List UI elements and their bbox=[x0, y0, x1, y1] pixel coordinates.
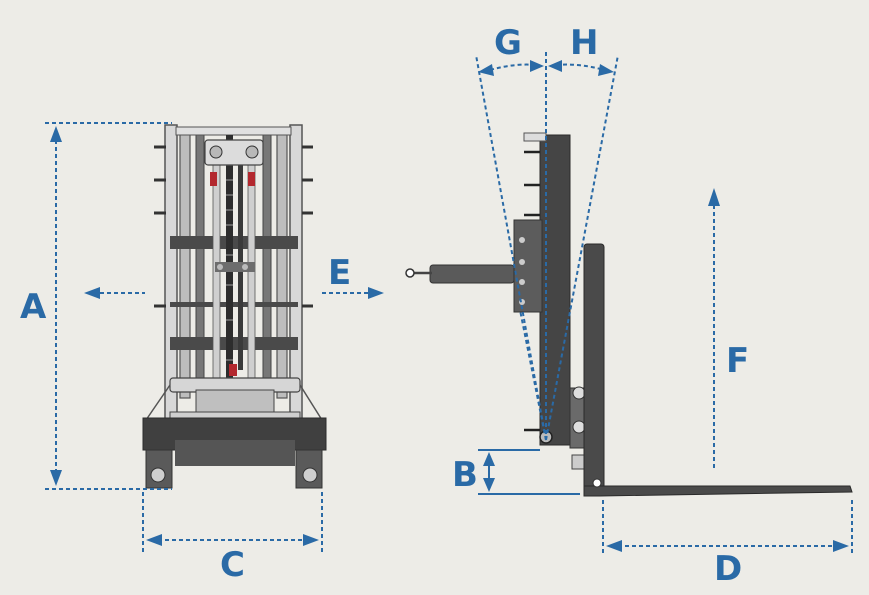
plate-hole-1 bbox=[519, 237, 525, 243]
arrow-E-left bbox=[84, 287, 100, 299]
carriage-block bbox=[195, 389, 275, 413]
side-roller-upper bbox=[572, 386, 586, 400]
lift-chain-right bbox=[238, 140, 243, 370]
base-frame-center bbox=[175, 440, 295, 466]
dimension-arrowheads bbox=[50, 60, 849, 552]
mast-inner-right-rail bbox=[276, 127, 288, 399]
hydraulic-fitting-right bbox=[248, 172, 255, 186]
dim-G-ray bbox=[475, 54, 547, 441]
mast-crossbar-3 bbox=[170, 337, 298, 350]
label-C: C bbox=[220, 545, 245, 585]
mast-channel-left bbox=[195, 134, 205, 396]
lift-chain-left bbox=[226, 135, 233, 380]
mast-inner-left-rail bbox=[179, 127, 191, 399]
dim-H-ray bbox=[545, 54, 619, 441]
pulley-right bbox=[245, 145, 259, 159]
mast-channel-right bbox=[262, 134, 272, 396]
mast-roller-dot-1 bbox=[217, 264, 223, 270]
arrow-H-right bbox=[598, 64, 614, 76]
fork-heel-pin bbox=[592, 478, 602, 488]
mast-top-plate bbox=[175, 126, 292, 136]
label-E: E bbox=[328, 253, 351, 293]
arrow-A-top bbox=[50, 126, 62, 142]
dim-H-arc bbox=[555, 63, 605, 71]
brace-right bbox=[299, 384, 323, 421]
label-F: F bbox=[726, 341, 749, 381]
side-roller-lower bbox=[572, 420, 586, 434]
arrow-G-right bbox=[530, 60, 544, 72]
side-attachment-plate bbox=[513, 219, 543, 313]
label-D: D bbox=[714, 549, 742, 589]
arrow-B-top bbox=[483, 452, 495, 466]
fork-shank bbox=[583, 243, 605, 495]
arrow-B-bottom bbox=[483, 478, 495, 492]
side-cylinder-body bbox=[429, 264, 515, 284]
mast-crossbar-2 bbox=[170, 302, 298, 307]
brace-left bbox=[145, 384, 171, 421]
dimension-labels: A B C D E F G H bbox=[20, 23, 749, 589]
fork-blade bbox=[583, 485, 853, 497]
dim-B-graphics bbox=[478, 449, 580, 495]
arrow-G-left bbox=[478, 64, 494, 76]
dim-G-inner-ray bbox=[519, 309, 547, 441]
wheel-left bbox=[150, 467, 166, 483]
plate-hole-3 bbox=[519, 279, 525, 285]
arrow-D-right bbox=[833, 540, 849, 552]
side-cylinder-eye bbox=[405, 268, 415, 278]
arrow-A-bottom bbox=[50, 470, 62, 486]
arrow-C-left bbox=[146, 534, 162, 546]
dim-G-arc bbox=[489, 63, 537, 71]
label-H: H bbox=[570, 23, 598, 63]
mast-front-view bbox=[142, 124, 327, 489]
arrow-F-up bbox=[708, 188, 720, 206]
dimension-lines bbox=[45, 52, 853, 556]
plate-hole-2 bbox=[519, 259, 525, 265]
mast-crossbar-1 bbox=[170, 236, 298, 249]
arrow-C-right bbox=[303, 534, 319, 546]
mast-pulley-block bbox=[204, 139, 264, 166]
pulley-left bbox=[209, 145, 223, 159]
mast-roller-dot-2 bbox=[242, 264, 248, 270]
side-mast-column bbox=[539, 134, 571, 446]
arrow-D-left bbox=[606, 540, 622, 552]
side-mast-top-cap bbox=[523, 132, 547, 142]
mast-side-pins bbox=[154, 145, 313, 308]
hydraulic-fitting-center bbox=[229, 364, 237, 376]
arrow-E-right bbox=[368, 287, 384, 299]
mast-side-view bbox=[405, 132, 853, 497]
label-G: G bbox=[494, 23, 522, 63]
wheel-right bbox=[302, 467, 318, 483]
label-A: A bbox=[20, 287, 47, 327]
mast-roller-mid bbox=[215, 262, 255, 272]
arrow-H-left bbox=[548, 60, 562, 72]
label-B: B bbox=[452, 455, 478, 495]
hydraulic-fitting-left bbox=[210, 172, 217, 186]
